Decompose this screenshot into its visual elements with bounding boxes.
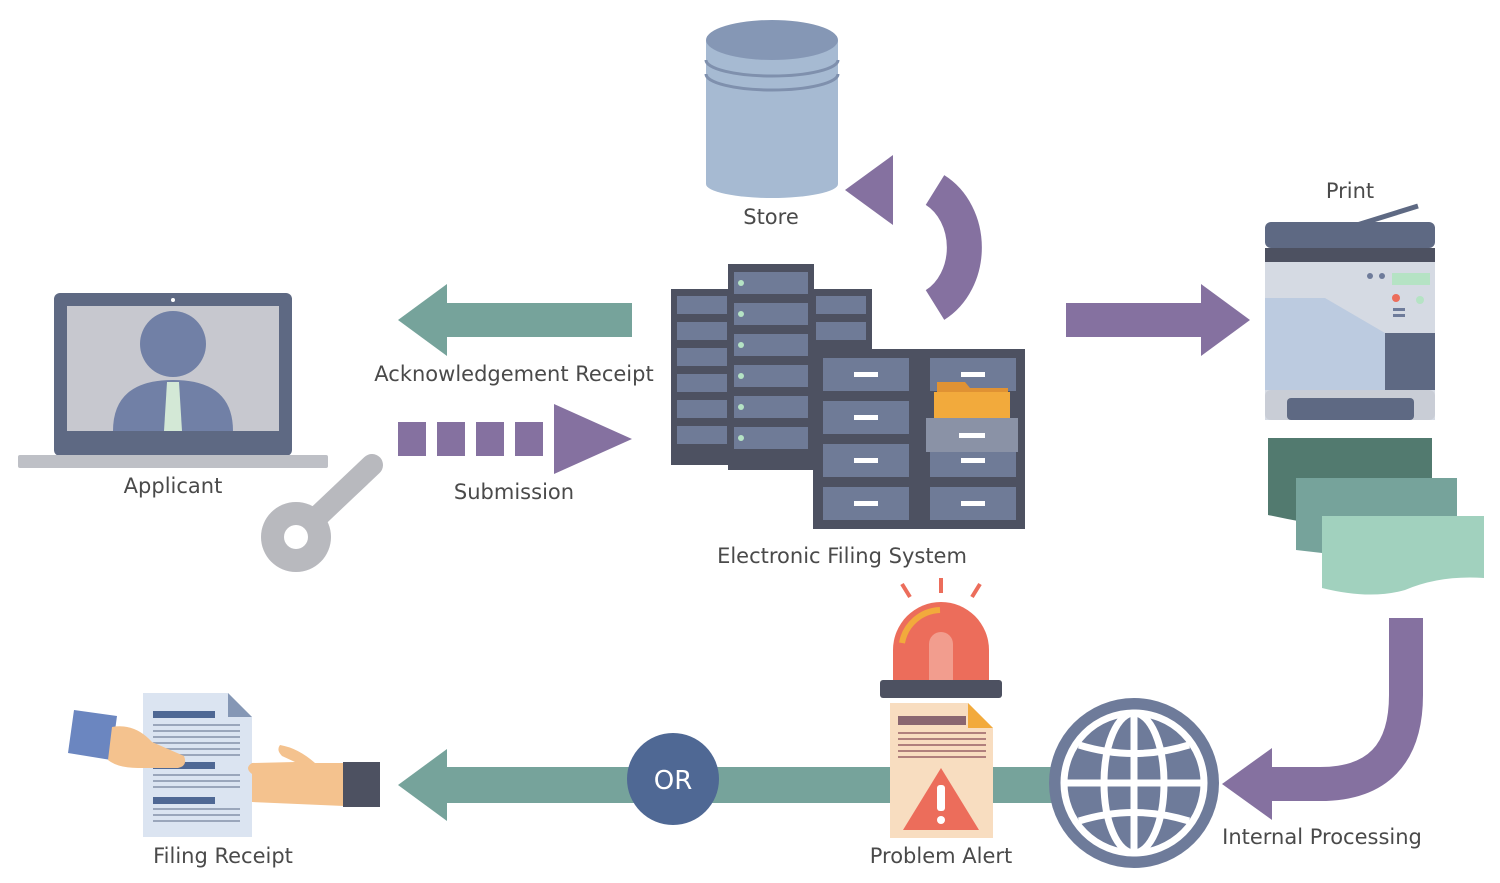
internal-processing-arrow xyxy=(1222,618,1423,820)
or-gateway: OR xyxy=(627,733,719,825)
papers-stack-icon xyxy=(1268,438,1484,595)
key-icon xyxy=(261,454,383,572)
filing-receipt-label: Filing Receipt xyxy=(153,844,293,868)
internal-processing-label: Internal Processing xyxy=(1222,825,1422,849)
alert-document-icon xyxy=(890,703,993,838)
print-arrow xyxy=(1066,284,1250,356)
folder-icon xyxy=(934,382,1010,420)
user-avatar-icon xyxy=(140,311,206,377)
submission-arrow xyxy=(398,404,632,474)
siren-icon xyxy=(880,578,1002,698)
applicant-label: Applicant xyxy=(124,474,223,498)
problem-alert-label: Problem Alert xyxy=(870,844,1013,868)
submission-label: Submission xyxy=(454,480,574,504)
database-cylinder-icon xyxy=(704,20,840,198)
receiving-hand-icon xyxy=(248,745,380,807)
store-label: Store xyxy=(743,205,799,229)
electronic-filing-system-label: Electronic Filing System xyxy=(717,544,967,568)
or-label: OR xyxy=(654,766,693,796)
acknowledgement-receipt-label: Acknowledgement Receipt xyxy=(374,362,653,386)
globe-icon xyxy=(1049,698,1219,868)
acknowledgement-arrow xyxy=(398,284,632,356)
laptop-icon xyxy=(18,293,328,468)
receipt-document-icon xyxy=(143,693,252,837)
store-return-arrow xyxy=(845,155,982,320)
print-label: Print xyxy=(1326,179,1374,203)
filing-cabinet-icon xyxy=(813,349,1025,529)
printer-icon xyxy=(1265,203,1435,420)
handing-hand-icon xyxy=(68,710,186,768)
server-rack-icon xyxy=(671,264,872,470)
